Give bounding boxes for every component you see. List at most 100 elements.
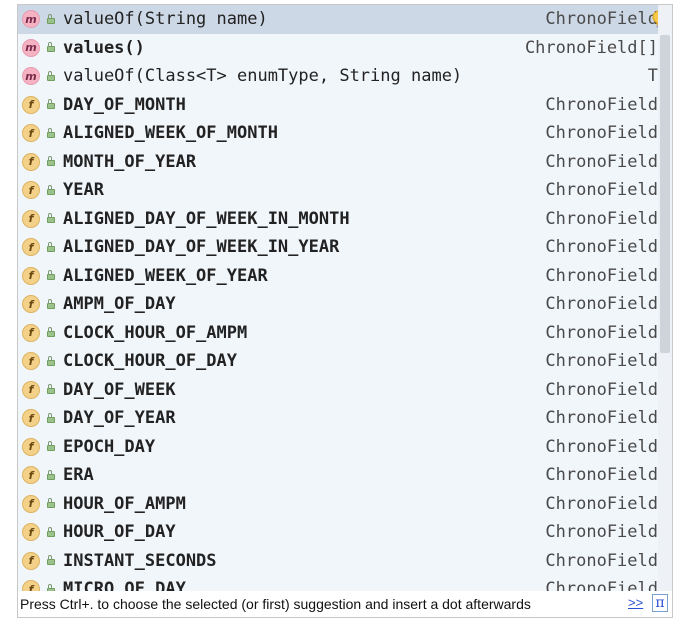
completion-item[interactable]: f AMPM_OF_DAY ChronoField [18,290,658,319]
completion-item[interactable]: f ALIGNED_WEEK_OF_MONTH ChronoField [18,119,658,148]
completion-item[interactable]: f DAY_OF_WEEK ChronoField [18,376,658,405]
public-lock-icon [46,156,56,167]
item-type: ChronoField [545,408,658,429]
completion-item[interactable]: f DAY_OF_YEAR ChronoField [18,404,658,433]
completion-list[interactable]: m valueOf(String name) ChronoField m values(… [18,5,658,591]
item-type: ChronoField [545,351,658,372]
method-icon: m [22,38,40,57]
item-name: DAY_OF_MONTH [63,94,186,115]
hint-bar: Press Ctrl+. to choose the selected (or … [18,591,672,617]
pi-icon[interactable]: π [652,594,668,612]
item-name: EPOCH_DAY [63,436,156,457]
public-lock-icon [46,70,56,82]
item-type: ChronoField [545,579,658,591]
field-icon: f [22,409,40,428]
public-lock-icon [46,412,56,424]
public-lock-icon [46,213,56,224]
item-type: ChronoField [545,550,658,571]
item-name: YEAR [63,180,104,201]
item-type: ChronoField [545,208,658,229]
item-name: AMPM_OF_DAY [63,294,176,315]
item-type: ChronoField [545,9,658,30]
more-link[interactable]: >> [628,595,644,610]
scrollbar-thumb[interactable] [660,35,670,353]
public-lock-icon [46,13,56,25]
public-lock-icon [46,441,56,452]
item-name: valueOf(Class<T> enumType, String name) [63,66,463,87]
item-type: ChronoField [545,522,658,543]
field-icon: f [22,523,40,542]
item-type: T [647,66,658,87]
completion-item[interactable]: f DAY_OF_MONTH ChronoField [18,91,658,120]
public-lock-icon [46,583,56,591]
public-lock-icon [46,469,56,481]
item-name: ERA [63,465,94,486]
field-icon: f [22,466,40,485]
item-type: ChronoField [545,94,658,115]
public-lock-icon [46,270,56,281]
item-type: ChronoField [545,436,658,457]
public-lock-icon [46,99,56,110]
item-name: CLOCK_HOUR_OF_DAY [63,351,237,372]
item-type: ChronoField [545,294,658,315]
item-name: valueOf(String name) [63,9,268,30]
public-lock-icon [46,498,56,509]
field-icon: f [22,181,40,200]
item-name: INSTANT_SECONDS [63,550,217,571]
item-type: ChronoField [545,123,658,144]
item-type: ChronoField[] [524,37,658,58]
item-name: DAY_OF_YEAR [63,408,176,429]
completion-item[interactable]: f ALIGNED_DAY_OF_WEEK_IN_MONTH ChronoField [18,205,658,234]
item-name: DAY_OF_WEEK [63,379,176,400]
field-icon: f [22,295,40,314]
field-icon: f [22,380,40,399]
item-name: HOUR_OF_DAY [63,522,176,543]
public-lock-icon [46,327,56,338]
item-type: ChronoField [545,379,658,400]
public-lock-icon [46,355,56,367]
field-icon: f [22,266,40,285]
completion-item[interactable]: m valueOf(String name) ChronoField [18,5,658,34]
item-name: MONTH_OF_YEAR [63,151,197,172]
completion-popup: m valueOf(String name) ChronoField m values(… [17,4,673,618]
item-type: ChronoField [545,493,658,514]
item-name: CLOCK_HOUR_OF_AMPM [63,322,248,343]
public-lock-icon [46,241,56,253]
item-type: ChronoField [545,465,658,486]
completion-item[interactable]: m values() ChronoField[] [18,34,658,63]
public-lock-icon [46,298,56,310]
field-icon: f [22,580,40,591]
item-name: ALIGNED_DAY_OF_WEEK_IN_YEAR [63,237,340,258]
item-name: ALIGNED_WEEK_OF_MONTH [63,123,278,144]
item-name: values() [63,37,145,58]
hint-text: Press Ctrl+. to choose the selected (or … [20,596,531,612]
completion-item[interactable]: f HOUR_OF_DAY ChronoField [18,518,658,547]
completion-item[interactable]: f ERA ChronoField [18,461,658,490]
method-icon: m [22,10,40,29]
scrollbar[interactable] [658,5,672,591]
public-lock-icon [46,526,56,538]
public-lock-icon [46,384,56,395]
item-name: HOUR_OF_AMPM [63,493,186,514]
item-type: ChronoField [545,151,658,172]
field-icon: f [22,124,40,143]
field-icon: f [22,238,40,257]
field-icon: f [22,95,40,114]
item-type: ChronoField [545,265,658,286]
item-type: ChronoField [545,322,658,343]
field-icon: f [22,209,40,228]
public-lock-icon [46,127,56,139]
item-name: ALIGNED_DAY_OF_WEEK_IN_MONTH [63,208,350,229]
public-lock-icon [46,555,56,566]
